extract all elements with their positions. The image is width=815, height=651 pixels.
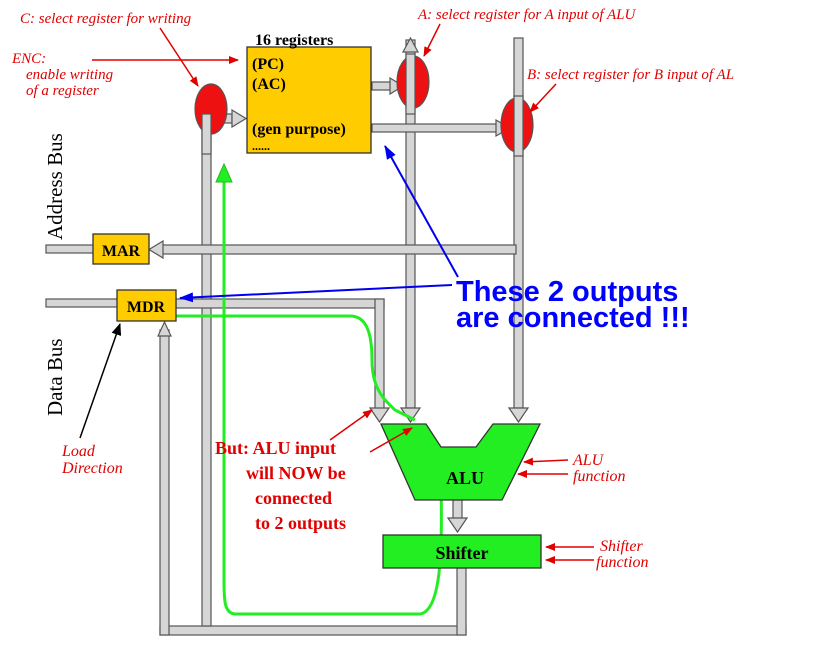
c-select-note: C: select register for writing bbox=[20, 11, 192, 27]
but-note-line4: to 2 outputs bbox=[255, 513, 346, 533]
address-bus-label: Address Bus bbox=[43, 133, 67, 240]
a-note-arrow bbox=[423, 23, 441, 57]
connected-arrow-registers bbox=[384, 145, 459, 278]
but-note-arrow-1 bbox=[329, 409, 373, 441]
mar-label: MAR bbox=[102, 243, 141, 260]
shifter-label: Shifter bbox=[436, 543, 489, 563]
green-mdr-wire bbox=[176, 314, 416, 422]
green-wire-arrowhead bbox=[215, 162, 233, 183]
register-output-arrows bbox=[371, 76, 512, 138]
alu: ALU bbox=[379, 423, 542, 501]
alu-function-note-line1: ALU bbox=[572, 452, 605, 469]
but-note-line2: will NOW be bbox=[246, 463, 346, 483]
data-bus-label: Data Bus bbox=[43, 338, 67, 416]
shifter-function-note-line1: Shifter bbox=[600, 538, 643, 555]
mar-register: MAR bbox=[92, 233, 150, 265]
register-more-label: ...... bbox=[252, 139, 270, 153]
b-note-arrow bbox=[529, 83, 557, 113]
but-note-line3: connected bbox=[255, 488, 332, 508]
registers-title: 16 registers bbox=[255, 32, 333, 49]
connected-arrow-mdr bbox=[179, 284, 453, 303]
register-gen-purpose-label: (gen purpose) bbox=[252, 121, 346, 138]
register-ac-label: (AC) bbox=[252, 76, 286, 93]
load-note-line1: Load bbox=[61, 443, 96, 460]
shifter: Shifter bbox=[382, 534, 542, 569]
connected-note-line1: These 2 outputs bbox=[456, 276, 678, 308]
a-select-note: A: select register for A input of ALU bbox=[417, 7, 637, 23]
c-note-arrow bbox=[159, 27, 199, 87]
enc-note-line2: enable writing bbox=[26, 67, 114, 83]
but-note-arrow-2 bbox=[369, 427, 413, 453]
alu-label: ALU bbox=[446, 468, 484, 488]
mdr-register: MDR bbox=[116, 289, 177, 322]
mdr-label: MDR bbox=[127, 299, 166, 316]
enc-note-line3: of a register bbox=[26, 83, 99, 99]
bottom-feedback-bus bbox=[157, 320, 467, 636]
bus-b bbox=[507, 37, 530, 424]
green-feedback-wire bbox=[222, 180, 443, 616]
bus-a bbox=[399, 36, 422, 424]
alu-function-note-line2: function bbox=[573, 468, 625, 485]
alu-to-shifter-bus bbox=[446, 499, 469, 534]
mdr-bus bbox=[45, 298, 391, 424]
register-file: 16 registers (PC) (AC) (gen purpose) ...… bbox=[246, 32, 372, 154]
register-pc-label: (PC) bbox=[252, 56, 284, 73]
load-note-line2: Direction bbox=[61, 460, 123, 477]
connected-note-line2: are connected !!! bbox=[456, 302, 690, 334]
shifter-function-note-line2: function bbox=[596, 554, 648, 571]
but-note-line1: But: ALU input bbox=[215, 438, 336, 458]
load-direction-arrow bbox=[79, 323, 122, 439]
alu-function-arrow-1 bbox=[523, 457, 569, 466]
b-select-note: B: select register for B input of AL bbox=[527, 67, 734, 83]
enc-note-title: ENC: bbox=[11, 51, 46, 67]
